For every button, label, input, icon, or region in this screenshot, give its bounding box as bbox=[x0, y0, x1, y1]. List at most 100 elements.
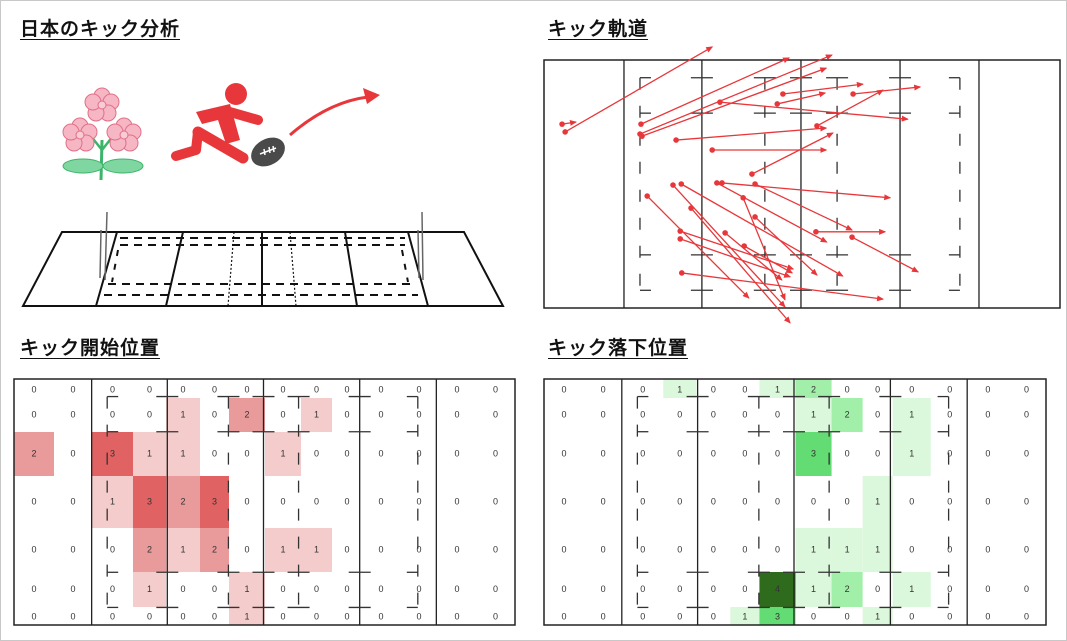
heatmap-cell-label: 0 bbox=[985, 611, 990, 621]
heatmap-cell-label: 0 bbox=[416, 544, 421, 554]
heatmap-cell-label: 0 bbox=[845, 448, 850, 458]
heatmap-cell-label: 0 bbox=[845, 611, 850, 621]
kick-start-point bbox=[670, 182, 676, 188]
heatmap-cell-label: 0 bbox=[601, 544, 606, 554]
heatmap-cell-label: 0 bbox=[562, 384, 567, 394]
heatmap-cell-label: 0 bbox=[31, 611, 36, 621]
heatmap-cell-label: 0 bbox=[212, 611, 217, 621]
heatmap-cell-label: 2 bbox=[845, 584, 850, 594]
heatmap-cell bbox=[166, 398, 200, 432]
kick-start-point bbox=[849, 234, 855, 240]
heatmap-cell-label: 0 bbox=[677, 584, 682, 594]
kick-start-point bbox=[850, 91, 856, 97]
heatmap-cell-label: 0 bbox=[212, 409, 217, 419]
kick-arrow bbox=[640, 57, 791, 125]
heatmap-cell-label: 0 bbox=[875, 384, 880, 394]
heatmap-cell-label: 0 bbox=[742, 584, 747, 594]
heatmap-cell bbox=[265, 528, 301, 572]
heatmap-cell-label: 0 bbox=[985, 384, 990, 394]
heatmap-cell-label: 0 bbox=[454, 384, 459, 394]
heatmap-cell bbox=[265, 432, 301, 476]
heatmap-cell-label: 0 bbox=[1024, 544, 1029, 554]
heatmap-cell-label: 0 bbox=[845, 496, 850, 506]
heatmap-cell bbox=[795, 379, 832, 398]
sakura-emblem-icon bbox=[62, 87, 144, 181]
heatmap-cell-label: 0 bbox=[493, 496, 498, 506]
heatmap-cell bbox=[759, 572, 796, 607]
heatmap-cell-label: 0 bbox=[416, 384, 421, 394]
kick-arrow bbox=[721, 182, 892, 201]
heatmap-cell bbox=[663, 379, 697, 398]
heatmap-cell-label: 3 bbox=[775, 611, 780, 621]
heatmap-cell-label: 0 bbox=[344, 544, 349, 554]
heatmap-cell-label: 0 bbox=[344, 448, 349, 458]
heatmap-cell-label: 0 bbox=[985, 584, 990, 594]
heatmap-cell-label: 0 bbox=[1024, 448, 1029, 458]
heatmap-cell-label: 0 bbox=[711, 384, 716, 394]
heatmap-cell-label: 0 bbox=[775, 409, 780, 419]
kick-start-point bbox=[813, 229, 819, 235]
field-lines bbox=[543, 59, 1061, 309]
kick-arrow bbox=[672, 184, 786, 308]
heatmap-cell-label: 3 bbox=[212, 496, 217, 506]
heatmap-cell-label: 0 bbox=[31, 384, 36, 394]
heatmap-cell-label: 0 bbox=[562, 448, 567, 458]
kick-arrow bbox=[724, 232, 783, 281]
heatmap-cell-label: 0 bbox=[947, 544, 952, 554]
heatmap-cell-label: 0 bbox=[562, 611, 567, 621]
heatmap-cell-label: 0 bbox=[640, 384, 645, 394]
heatmap-cell-label: 0 bbox=[454, 611, 459, 621]
heatmap-cell-label: 0 bbox=[244, 448, 249, 458]
heatmap-cell-label: 0 bbox=[775, 496, 780, 506]
field-lines bbox=[543, 378, 1047, 626]
heatmap-cell-label: 0 bbox=[180, 584, 185, 594]
heatmap-cell bbox=[166, 432, 200, 476]
heatmap-cell-label: 0 bbox=[909, 544, 914, 554]
heatmap-cell-label: 1 bbox=[180, 409, 185, 419]
heatmap-cell-label: 0 bbox=[280, 584, 285, 594]
kick-arrow bbox=[782, 81, 864, 95]
heatmap-cell-label: 0 bbox=[711, 611, 716, 621]
kick-arrow bbox=[751, 132, 834, 175]
heatmap-cell-label: 0 bbox=[314, 384, 319, 394]
heatmap-cell-label: 0 bbox=[562, 544, 567, 554]
heatmap-cell-label: 2 bbox=[212, 544, 217, 554]
heatmap-cell-label: 0 bbox=[212, 384, 217, 394]
heatmap-cell bbox=[892, 398, 931, 432]
heatmap-cell-label: 1 bbox=[845, 544, 850, 554]
kick-start-point bbox=[562, 129, 568, 135]
kick-arrow bbox=[641, 67, 828, 137]
heatmap-cell-label: 1 bbox=[811, 544, 816, 554]
heatmap-cell-label: 0 bbox=[677, 611, 682, 621]
kick-start-point bbox=[678, 181, 685, 187]
kick-start-point bbox=[688, 205, 694, 211]
heatmap-cell-label: 0 bbox=[640, 544, 645, 554]
heatmap-cell-label: 0 bbox=[314, 448, 319, 458]
heatmap-cell-label: 2 bbox=[147, 544, 152, 554]
heatmap-cell-label: 0 bbox=[947, 584, 952, 594]
heatmap-cell bbox=[301, 398, 332, 432]
heatmap-cell-label: 1 bbox=[875, 544, 880, 554]
heatmap-cell-label: 0 bbox=[742, 409, 747, 419]
heatmap-cell-label: 1 bbox=[244, 611, 249, 621]
heatmap-cell-label: 1 bbox=[110, 496, 115, 506]
heatmap-cell-label: 0 bbox=[947, 409, 952, 419]
kick-start-point bbox=[673, 137, 679, 143]
kick-arrow bbox=[853, 84, 922, 95]
heatmap-cell-label: 0 bbox=[562, 584, 567, 594]
kick-start-point bbox=[780, 91, 786, 97]
heatmap-cell-label: 0 bbox=[147, 384, 152, 394]
heatmap-cell-label: 0 bbox=[314, 611, 319, 621]
heatmap-cell-label: 0 bbox=[493, 384, 498, 394]
heatmap-cell-label: 2 bbox=[845, 409, 850, 419]
heatmap-cell-label: 0 bbox=[742, 496, 747, 506]
heatmap-cell-label: 0 bbox=[280, 611, 285, 621]
heatmap-cell-label: 0 bbox=[212, 448, 217, 458]
heatmap-cell-label: 1 bbox=[280, 544, 285, 554]
heatmap-cell-label: 0 bbox=[1024, 384, 1029, 394]
heatmap-cell-label: 1 bbox=[909, 409, 914, 419]
trajectory-title: キック軌道 bbox=[548, 18, 649, 40]
heatmap-cell bbox=[862, 528, 893, 572]
heatmap-cell bbox=[133, 528, 166, 572]
